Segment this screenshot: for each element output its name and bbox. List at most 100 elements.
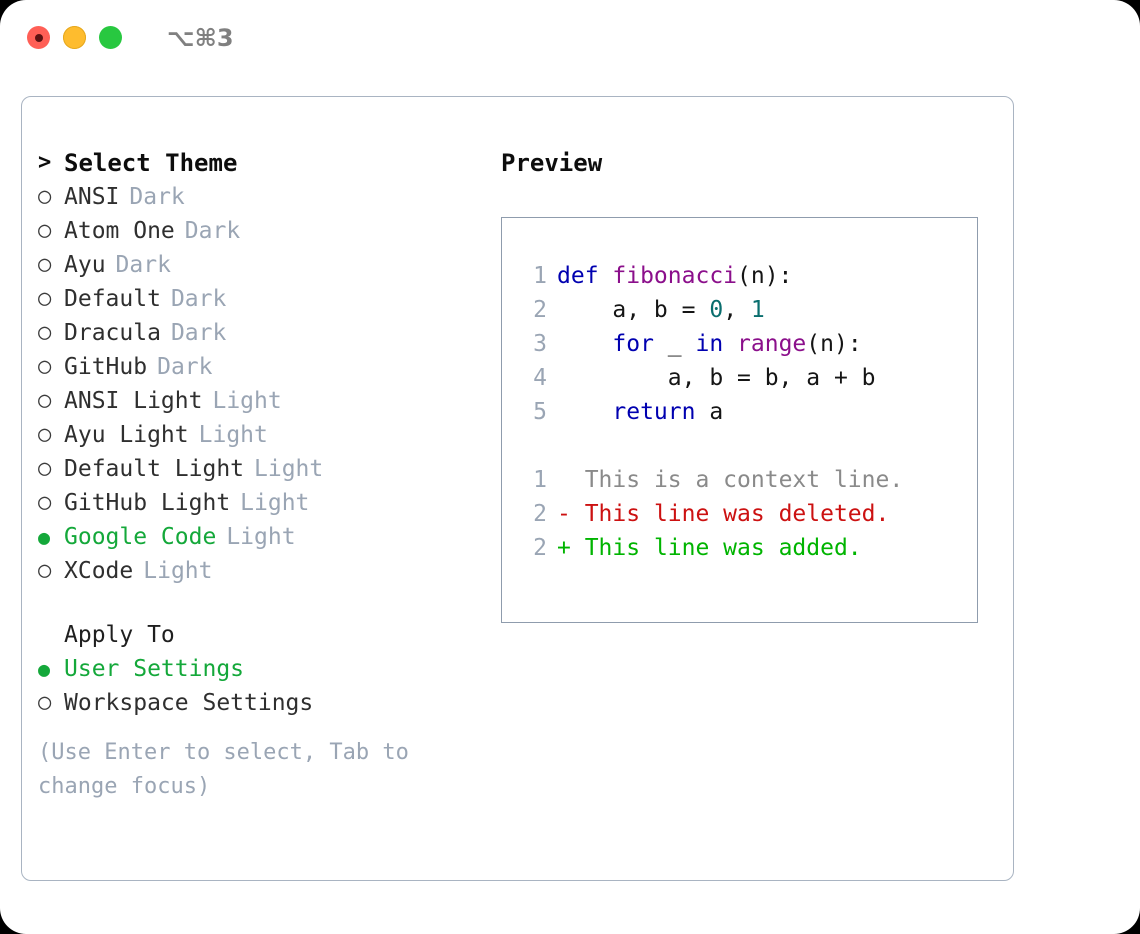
code-token: for: [612, 331, 654, 357]
theme-name-label: ANSI: [64, 184, 120, 210]
minimize-button-icon[interactable]: [63, 26, 86, 49]
theme-variant-tag: Light: [240, 490, 310, 516]
theme-list-item[interactable]: ○ XCode Light: [38, 554, 488, 588]
code-token: range: [737, 331, 807, 357]
radio-unselected-icon[interactable]: ○: [38, 422, 52, 447]
diff-marker: +: [557, 535, 571, 561]
theme-list-item[interactable]: ○ Ayu Dark: [38, 248, 488, 282]
apply-to-bullet-placeholder: ○: [38, 618, 64, 652]
code-token: fibonacci: [612, 263, 738, 289]
code-token: return: [612, 399, 696, 425]
theme-variant-tag: Dark: [115, 252, 171, 278]
apply-to-option[interactable]: ● User Settings: [38, 652, 488, 686]
theme-variant-tag: Dark: [184, 218, 241, 244]
code-line: 2 a, b = 0, 1: [521, 293, 971, 327]
theme-name-label: GitHub: [64, 354, 148, 380]
theme-variant-tag: Light: [254, 456, 324, 482]
code-token: def: [557, 263, 613, 289]
line-number: 2: [533, 535, 547, 561]
line-number: 5: [533, 399, 547, 425]
theme-variant-tag: Dark: [129, 184, 185, 210]
line-number: 3: [533, 331, 547, 357]
line-number: 4: [533, 365, 547, 391]
theme-name-label: GitHub Light: [64, 490, 231, 516]
keyboard-hint-text: (Use Enter to select, Tab to change focu…: [38, 740, 409, 799]
theme-list-item[interactable]: ○ Default Dark: [38, 282, 488, 316]
theme-list-item[interactable]: ○ GitHub Light Light: [38, 486, 488, 520]
close-button-icon[interactable]: [27, 26, 50, 49]
radio-unselected-icon[interactable]: ○: [38, 690, 52, 715]
code-token: (n):: [806, 331, 862, 357]
page-title: Select Theme: [64, 149, 238, 177]
code-line: 4 a, b = b, a + b: [521, 361, 971, 395]
theme-variant-tag: Dark: [157, 354, 213, 380]
line-number: 2: [533, 297, 547, 323]
list-gap: [38, 588, 488, 618]
diff-text: This line was deleted.: [570, 501, 890, 527]
code-token: ,: [723, 297, 751, 323]
code-token: a, b = b, a + b: [557, 365, 876, 391]
radio-unselected-icon[interactable]: ○: [38, 558, 52, 583]
code-token: _: [653, 331, 696, 357]
apply-to-option-label: Workspace Settings: [64, 690, 314, 716]
theme-name-label: Default: [64, 286, 161, 312]
code-token: [557, 399, 612, 425]
diff-marker: -: [557, 501, 571, 527]
code-token: (n):: [737, 263, 793, 289]
title-bar: ⌥⌘3: [0, 0, 1140, 78]
radio-unselected-icon[interactable]: ○: [38, 184, 52, 209]
apply-to-label: Apply To: [64, 622, 175, 648]
apply-to-option-label: User Settings: [64, 656, 245, 682]
theme-variant-tag: Dark: [170, 320, 227, 346]
radio-unselected-icon[interactable]: ○: [38, 388, 52, 413]
diff-line: 1 This is a context line.: [521, 463, 971, 497]
theme-list-item[interactable]: ○ GitHub Dark: [38, 350, 488, 384]
apply-to-option[interactable]: ○ Workspace Settings: [38, 686, 488, 720]
code-token: a, b =: [557, 297, 710, 323]
code-token: [557, 331, 612, 357]
theme-name-label: XCode: [64, 558, 134, 584]
radio-selected-icon[interactable]: ●: [38, 657, 51, 681]
theme-variant-tag: Dark: [170, 286, 227, 312]
radio-unselected-icon[interactable]: ○: [38, 490, 52, 515]
prompt-caret-icon: >: [38, 150, 52, 175]
diff-text: This is a context line.: [570, 467, 904, 493]
code-token: [723, 331, 737, 357]
theme-variant-tag: Light: [198, 422, 268, 448]
line-number: 1: [533, 467, 547, 493]
theme-name-label: Ayu: [64, 252, 106, 278]
radio-unselected-icon[interactable]: ○: [38, 456, 52, 481]
radio-selected-icon[interactable]: ●: [38, 525, 51, 549]
select-theme-header: > Select Theme: [38, 146, 488, 180]
theme-name-label: ANSI Light: [64, 388, 203, 414]
theme-variant-tag: Light: [143, 558, 213, 584]
code-line: 1 def fibonacci(n):: [521, 259, 971, 293]
preview-title: Preview: [501, 149, 603, 177]
line-number: 1: [533, 263, 547, 289]
radio-unselected-icon[interactable]: ○: [38, 354, 52, 379]
theme-variant-tag: Light: [226, 524, 296, 550]
apply-to-options: ● User Settings ○ Workspace Settings: [38, 652, 488, 720]
radio-unselected-icon[interactable]: ○: [38, 286, 52, 311]
theme-list-item[interactable]: ○ ANSI Dark: [38, 180, 488, 214]
radio-unselected-icon[interactable]: ○: [38, 252, 52, 277]
maximize-button-icon[interactable]: [99, 26, 122, 49]
code-token: a: [695, 399, 724, 425]
window-controls: [27, 26, 122, 49]
code-token: in: [695, 331, 724, 357]
line-number: 2: [533, 501, 547, 527]
radio-unselected-icon[interactable]: ○: [38, 218, 52, 243]
code-line: 3 for _ in range(n):: [521, 327, 971, 361]
radio-unselected-icon[interactable]: ○: [38, 320, 52, 345]
